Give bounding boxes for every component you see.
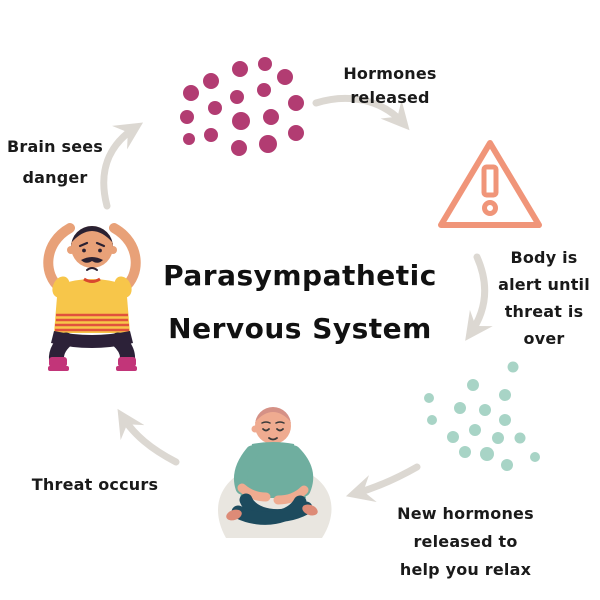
title-line-2: Nervous System [168, 312, 432, 345]
title-line-1: Parasympathetic [163, 259, 437, 292]
closed-eyes [261, 421, 285, 441]
hair [255, 407, 291, 425]
label-line: Hormones released [343, 64, 437, 107]
right-forearm [273, 485, 309, 505]
label-line: alert until [498, 275, 590, 294]
meditating-person-illustration [218, 407, 332, 538]
label-body-alert: Body is alert until threat is over [493, 244, 595, 352]
arrow-hormones-to-warning-icon [312, 94, 410, 131]
frown-mouth [86, 267, 98, 271]
leg [231, 495, 307, 525]
mustache [81, 257, 103, 263]
arrow-warning-to-relax-dots-icon [465, 253, 493, 341]
arrow-person-to-hormones-icon [100, 122, 144, 210]
face [71, 226, 113, 268]
left-forearm [237, 483, 271, 502]
arrow-dots-to-meditator-icon [345, 463, 421, 503]
label-line: Body is [510, 248, 578, 267]
label-line: released to [413, 532, 518, 551]
diagram-title: Parasympathetic Nervous System [140, 249, 460, 355]
boots [48, 357, 137, 371]
label-brain-sees-danger: Brain sees danger [5, 131, 105, 193]
label-line: Threat occurs [31, 475, 159, 494]
hair [71, 226, 113, 247]
label-threat-occurs: Threat occurs [30, 473, 160, 497]
stressed-person-illustration [43, 223, 141, 371]
shirt-stripes [55, 313, 129, 332]
stress-hormone-dots-icon [180, 57, 304, 156]
face [255, 408, 291, 444]
label-line: Brain sees [6, 137, 104, 156]
label-line: New hormones [397, 504, 534, 523]
relax-hormone-dots-icon [424, 361, 540, 471]
warning-triangle-icon [438, 140, 542, 228]
label-line: threat is [504, 302, 584, 321]
smile [268, 437, 278, 441]
foot [302, 504, 318, 516]
label-line: help you relax [399, 560, 532, 579]
foot [226, 509, 242, 521]
arrow-meditator-to-person-icon [117, 408, 180, 466]
label-line: over [523, 329, 565, 348]
label-hormones-released: Hormones released [310, 62, 470, 110]
label-line: danger [22, 168, 88, 187]
label-new-hormones-relax: New hormones released to help you relax [378, 500, 553, 584]
